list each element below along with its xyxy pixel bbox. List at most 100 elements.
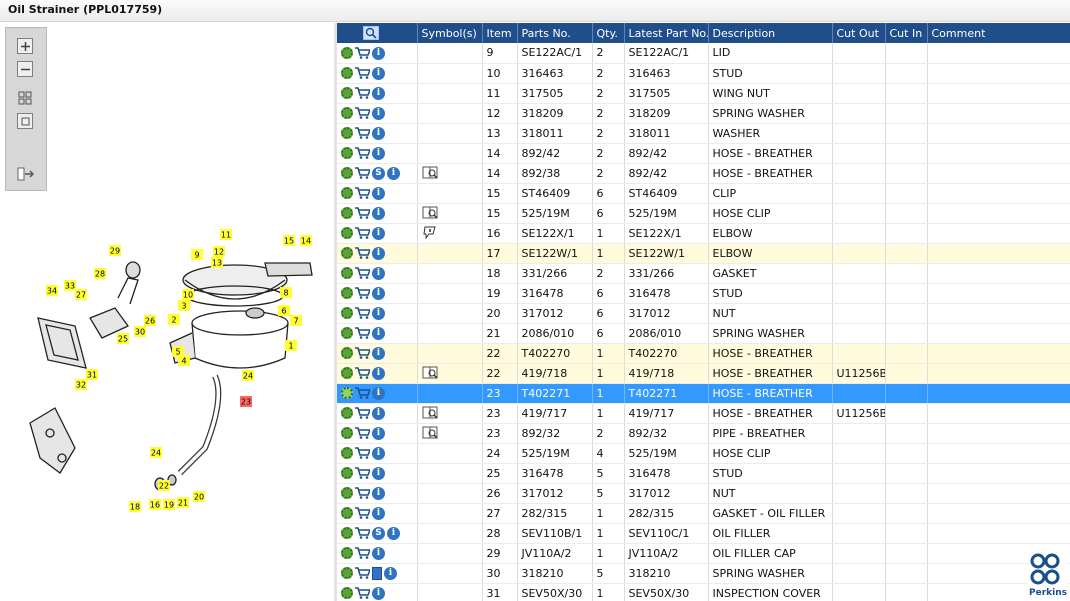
cart-icon[interactable] bbox=[355, 227, 370, 240]
callout-label[interactable]: 11 bbox=[221, 231, 231, 240]
cart-icon[interactable] bbox=[355, 407, 370, 420]
info-icon[interactable]: i bbox=[372, 486, 385, 500]
callout-label[interactable]: 16 bbox=[150, 501, 160, 510]
cart-icon[interactable] bbox=[355, 167, 370, 180]
manual-icon[interactable] bbox=[372, 566, 382, 580]
callout-marker[interactable] bbox=[64, 280, 76, 291]
configure-icon[interactable] bbox=[341, 267, 353, 280]
configure-icon[interactable] bbox=[341, 207, 353, 220]
callout-label[interactable]: 14 bbox=[301, 237, 311, 246]
callout-marker[interactable] bbox=[193, 491, 205, 502]
callout-label[interactable]: 19 bbox=[164, 501, 174, 510]
header-qty[interactable]: Qty. bbox=[592, 23, 625, 43]
cart-icon[interactable] bbox=[355, 307, 370, 320]
callout-marker[interactable] bbox=[191, 249, 203, 260]
info-icon[interactable]: i bbox=[372, 246, 385, 260]
callout-label[interactable]: 27 bbox=[76, 291, 86, 300]
info-icon[interactable]: i bbox=[372, 266, 385, 280]
configure-icon[interactable] bbox=[341, 227, 353, 240]
callout-marker[interactable] bbox=[211, 257, 223, 268]
configure-icon[interactable] bbox=[341, 527, 353, 540]
callout-marker[interactable] bbox=[280, 287, 292, 298]
info-icon[interactable]: i bbox=[372, 546, 385, 560]
panel-splitter[interactable] bbox=[334, 23, 337, 601]
callout-label[interactable]: 24 bbox=[243, 372, 253, 381]
configure-icon[interactable] bbox=[341, 307, 353, 320]
cart-icon[interactable] bbox=[355, 87, 370, 100]
header-latest-part-no[interactable]: Latest Part No. bbox=[624, 23, 709, 43]
configure-icon[interactable] bbox=[341, 367, 353, 380]
info-icon[interactable]: i bbox=[372, 386, 385, 400]
callout-label[interactable]: 4 bbox=[181, 357, 186, 366]
info-icon[interactable]: i bbox=[372, 86, 385, 100]
info-icon[interactable]: i bbox=[372, 446, 385, 460]
callout-label[interactable]: 31 bbox=[87, 371, 97, 380]
configure-icon[interactable] bbox=[341, 87, 353, 100]
cart-icon[interactable] bbox=[355, 507, 370, 520]
cart-icon[interactable] bbox=[355, 547, 370, 560]
callout-label[interactable]: 23 bbox=[241, 398, 251, 407]
illustration-symbol-icon[interactable] bbox=[422, 366, 438, 380]
cart-icon[interactable] bbox=[355, 267, 370, 280]
cart-icon[interactable] bbox=[355, 587, 370, 600]
callout-marker[interactable] bbox=[283, 235, 295, 246]
cart-icon[interactable] bbox=[355, 127, 370, 140]
info-icon[interactable]: i bbox=[372, 226, 385, 240]
cart-icon[interactable] bbox=[355, 467, 370, 480]
cart-icon[interactable] bbox=[355, 147, 370, 160]
callout-label[interactable]: 8 bbox=[283, 289, 288, 298]
info-icon[interactable]: i bbox=[372, 66, 385, 80]
configure-icon[interactable] bbox=[341, 507, 353, 520]
info-icon[interactable]: i bbox=[372, 306, 385, 320]
cart-icon[interactable] bbox=[355, 387, 370, 400]
callout-marker[interactable] bbox=[109, 245, 121, 256]
header-cut-out[interactable]: Cut Out bbox=[832, 23, 886, 43]
callout-marker[interactable] bbox=[129, 501, 141, 512]
note-symbol-icon[interactable] bbox=[422, 226, 438, 240]
configure-icon[interactable] bbox=[341, 547, 353, 560]
info-icon[interactable]: i bbox=[387, 526, 400, 540]
callout-marker[interactable] bbox=[178, 355, 190, 366]
zoom-out-button[interactable] bbox=[17, 61, 33, 77]
info-icon[interactable]: i bbox=[372, 506, 385, 520]
header-search[interactable] bbox=[337, 23, 418, 43]
callout-marker[interactable] bbox=[163, 499, 175, 510]
callout-marker[interactable] bbox=[240, 396, 252, 407]
configure-icon[interactable] bbox=[341, 67, 353, 80]
cart-icon[interactable] bbox=[355, 207, 370, 220]
cart-icon[interactable] bbox=[355, 527, 370, 540]
info-icon[interactable]: i bbox=[387, 166, 400, 180]
callout-marker[interactable] bbox=[158, 480, 170, 491]
configure-icon[interactable] bbox=[341, 107, 353, 120]
callout-marker[interactable] bbox=[278, 305, 290, 316]
configure-icon[interactable] bbox=[341, 387, 353, 400]
callout-label[interactable]: 18 bbox=[130, 503, 140, 512]
info-icon[interactable]: i bbox=[372, 286, 385, 300]
callout-marker[interactable] bbox=[285, 340, 297, 351]
info-icon[interactable]: i bbox=[372, 586, 385, 600]
callout-label[interactable]: 29 bbox=[110, 247, 120, 256]
illustration-symbol-icon[interactable] bbox=[422, 166, 438, 180]
cart-icon[interactable] bbox=[355, 567, 370, 580]
actual-size-button[interactable] bbox=[17, 113, 33, 129]
configure-icon[interactable] bbox=[341, 147, 353, 160]
callout-marker[interactable] bbox=[46, 285, 58, 296]
cart-icon[interactable] bbox=[355, 487, 370, 500]
header-description[interactable]: Description bbox=[708, 23, 833, 43]
callout-label[interactable]: 25 bbox=[118, 335, 128, 344]
info-icon[interactable]: i bbox=[372, 406, 385, 420]
zoom-in-button[interactable] bbox=[17, 38, 33, 54]
supersession-icon[interactable]: S bbox=[372, 526, 385, 540]
header-parts-no[interactable]: Parts No. bbox=[517, 23, 593, 43]
callout-label[interactable]: 34 bbox=[47, 287, 57, 296]
